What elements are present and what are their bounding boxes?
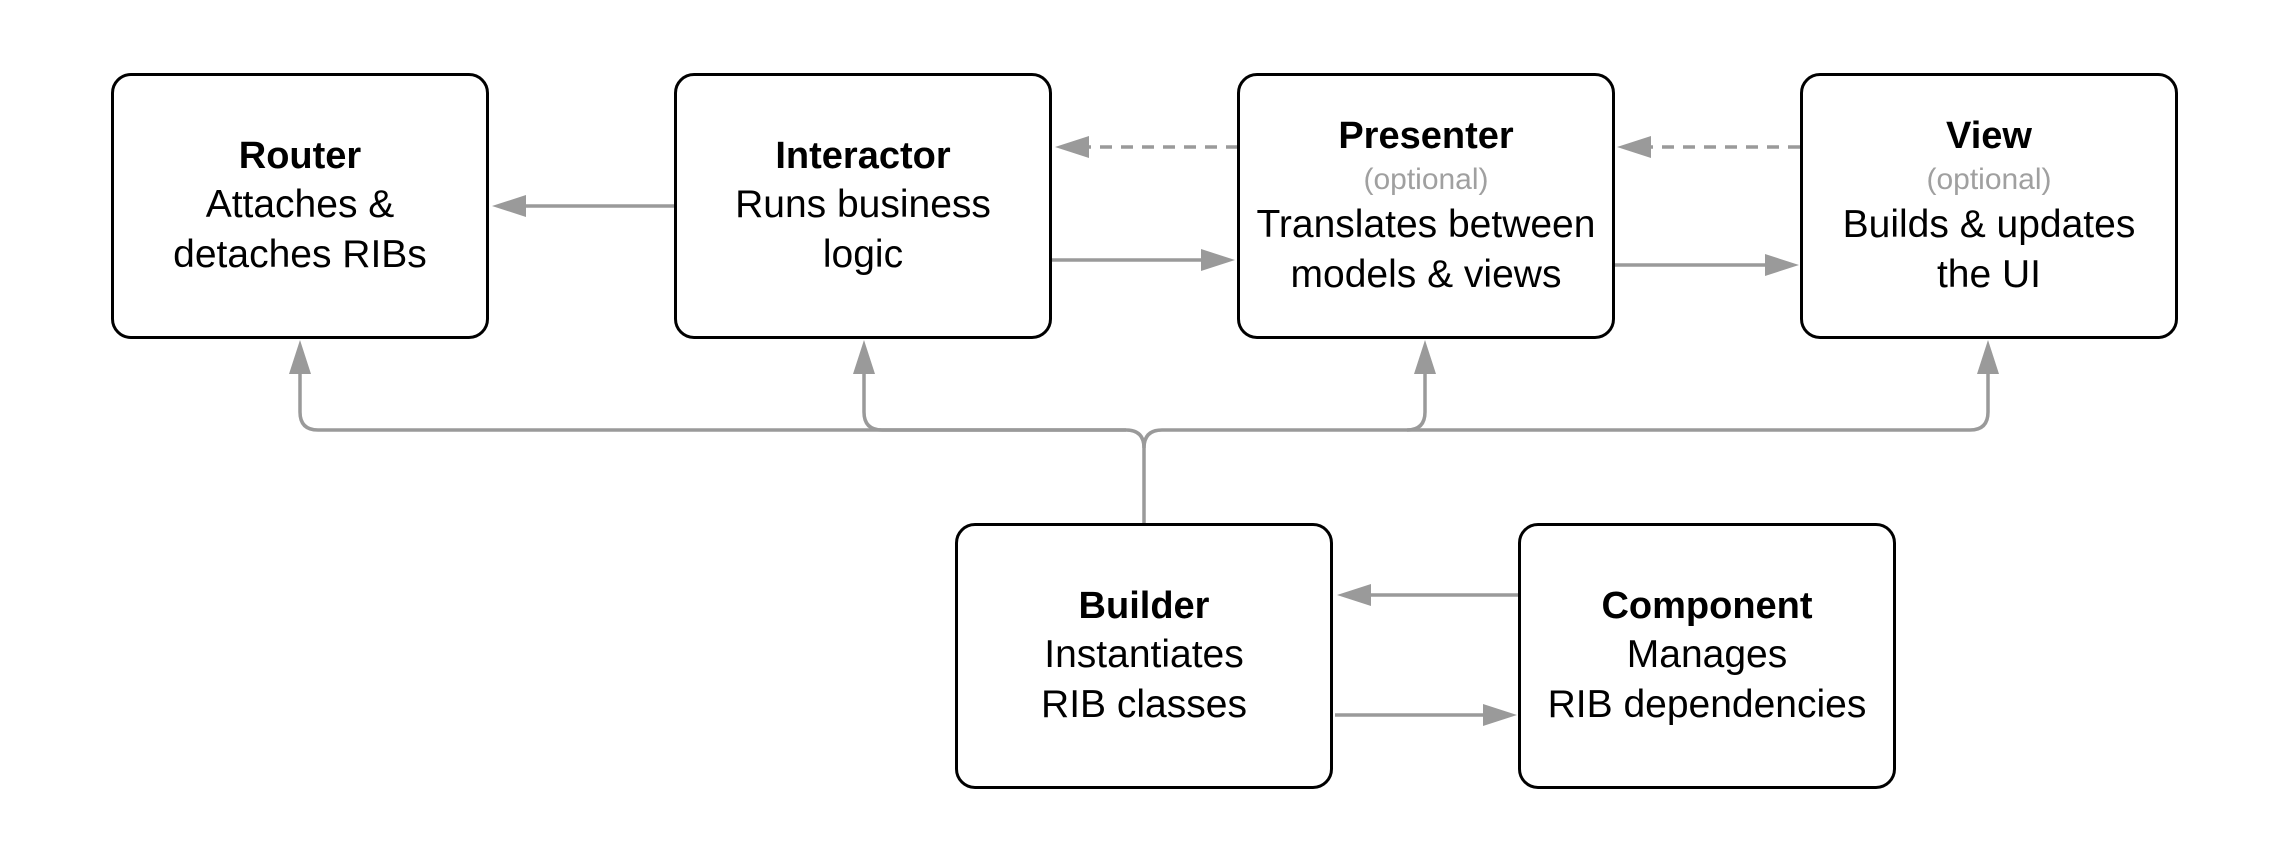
router-title: Router (238, 135, 362, 177)
builder-desc-line-2: RIB classes (1041, 683, 1247, 726)
arrowhead-router-bottom (289, 340, 311, 374)
interactor-node: Interactor Runs business logic (674, 73, 1052, 339)
router-desc-line-2: detaches RIBs (173, 233, 427, 276)
arrowhead-component-left (1483, 704, 1517, 726)
arrowhead-view-left (1765, 254, 1799, 276)
view-node: View (optional) Builds & updates the UI (1800, 73, 2178, 339)
arrowhead-interactor-right-dashed (1055, 136, 1089, 158)
arrowhead-presenter-left (1201, 249, 1235, 271)
edge-builder-to-router (298, 372, 882, 432)
view-desc-line-2: the UI (1936, 253, 2042, 296)
builder-desc-line-1: Instantiates (1044, 633, 1244, 676)
builder-title: Builder (1078, 585, 1210, 627)
arrowhead-interactor-bottom (853, 340, 875, 374)
presenter-optional-label: (optional) (1363, 163, 1489, 196)
builder-node: Builder Instantiates RIB classes (955, 523, 1333, 789)
view-title: View (1946, 115, 2032, 157)
component-desc-line-1: Manages (1626, 633, 1788, 676)
presenter-desc-line-1: Translates between (1256, 203, 1596, 246)
presenter-title: Presenter (1338, 115, 1514, 157)
component-node: Component Manages RIB dependencies (1518, 523, 1896, 789)
view-optional-label: (optional) (1926, 163, 2052, 196)
component-title: Component (1601, 585, 1813, 627)
router-node: Router Attaches & detaches RIBs (111, 73, 489, 339)
arrowhead-presenter-right-dashed (1617, 136, 1651, 158)
edge-builder-to-presenter-view-branch (1142, 372, 1427, 449)
interactor-desc-line-2: logic (822, 233, 904, 276)
arrowhead-router-right (492, 195, 526, 217)
router-desc-line-1: Attaches & (205, 183, 395, 226)
interactor-desc-line-1: Runs business (735, 183, 991, 226)
edge-builder-trunk (862, 372, 1146, 525)
arrowhead-builder-right (1337, 584, 1371, 606)
arrowhead-view-bottom (1977, 340, 1999, 374)
component-desc-line-2: RIB dependencies (1547, 683, 1867, 726)
presenter-node: Presenter (optional) Translates between … (1237, 73, 1615, 339)
view-desc-line-1: Builds & updates (1842, 203, 2136, 246)
presenter-desc-line-2: models & views (1290, 253, 1562, 296)
edge-builder-to-view (1407, 372, 1990, 432)
arrowhead-presenter-bottom (1414, 340, 1436, 374)
interactor-title: Interactor (775, 135, 951, 177)
